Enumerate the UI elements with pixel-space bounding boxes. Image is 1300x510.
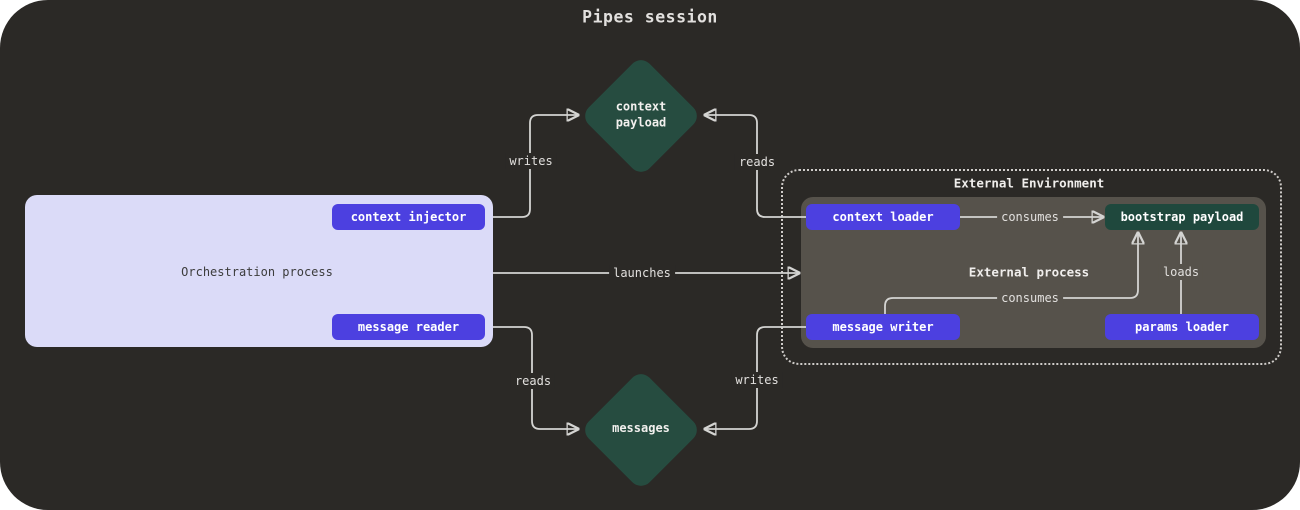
external-environment-box — [781, 169, 1282, 365]
edge-label-writes-top: writes — [505, 153, 557, 169]
message-writer-node: message writer — [806, 314, 960, 340]
edge-label-loads: loads — [1158, 264, 1204, 280]
edge-label-writes-bottom: writes — [731, 372, 783, 388]
context-loader-node: context loader — [806, 204, 960, 230]
external-process-label: External process — [968, 264, 1090, 280]
messages-label: messages — [612, 421, 670, 436]
bootstrap-payload-node: bootstrap payload — [1105, 204, 1259, 230]
edge-label-reads-top: reads — [734, 154, 780, 170]
diagram-title: Pipes session — [582, 7, 718, 27]
edge-label-reads-bottom: reads — [510, 373, 556, 389]
orchestration-process-label: Orchestration process — [181, 265, 333, 279]
context-injector-node: context injector — [332, 204, 485, 230]
context-payload-label: context payload — [615, 99, 667, 129]
external-environment-label: External Environment — [953, 175, 1105, 191]
message-reader-node: message reader — [332, 314, 485, 340]
edge-label-consumes-top: consumes — [997, 209, 1063, 225]
params-loader-node: params loader — [1105, 314, 1259, 340]
edge-label-launches: launches — [609, 265, 675, 281]
edge-label-consumes-bottom: consumes — [997, 290, 1063, 306]
